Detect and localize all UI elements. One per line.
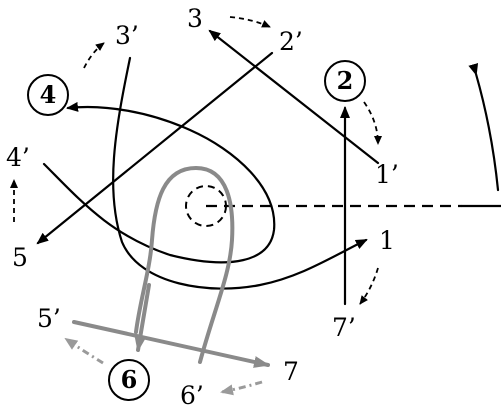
circle-6 <box>108 359 150 401</box>
hint-arrow-1-7p <box>359 267 379 305</box>
circled-label-2: 2 <box>337 66 354 95</box>
circle-2 <box>324 60 366 102</box>
grey-strand-5p-to-7 <box>72 320 270 368</box>
label-1-prime: 1’ <box>375 160 399 189</box>
strand-1p-to-3 <box>208 29 380 165</box>
circle-4 <box>27 74 69 116</box>
strand-2p-to-5 <box>36 51 274 245</box>
strand-3p-to-1 <box>112 56 368 290</box>
hint-arrow-3-2p <box>229 16 271 28</box>
hint-arrow-6-5p <box>64 337 104 365</box>
label-3: 3 <box>187 4 203 33</box>
label-4-prime: 4’ <box>6 143 30 172</box>
circled-label-4: 4 <box>40 80 57 109</box>
hint-arrow-7-6p <box>220 380 263 396</box>
grey-strand-u <box>134 166 235 364</box>
label-3-prime: 3’ <box>115 21 139 50</box>
label-7-prime: 7’ <box>332 313 356 342</box>
label-5: 5 <box>12 243 28 272</box>
label-5-prime: 5’ <box>37 304 61 333</box>
outer-arc <box>468 63 500 192</box>
label-6-prime: 6’ <box>180 381 204 409</box>
hint-arrow-2-1p <box>363 101 382 145</box>
label-1: 1 <box>379 226 395 255</box>
strand-4p-loop-to-4 <box>42 101 276 264</box>
label-7: 7 <box>283 357 299 386</box>
circled-label-6: 6 <box>121 365 138 394</box>
hint-arrow-3p-4 <box>83 42 105 69</box>
grey-strand-to-6 <box>134 283 151 352</box>
label-2-prime: 2’ <box>279 27 303 56</box>
center-dashed-circle <box>185 185 227 227</box>
